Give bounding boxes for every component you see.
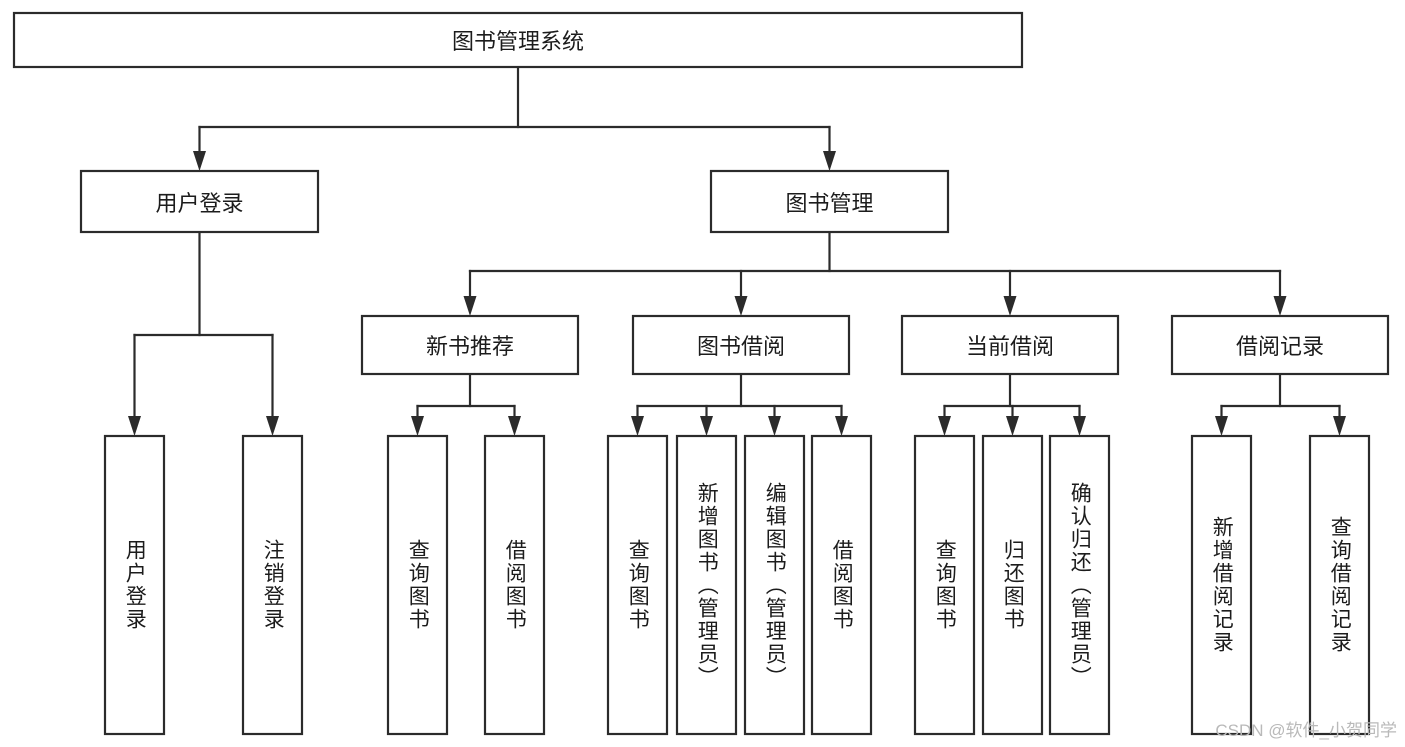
arrow-head-icon <box>734 296 748 316</box>
node-layer <box>12 11 1390 736</box>
node-box-leaf-rec-query[interactable] <box>1308 434 1371 736</box>
arrow-head-icon <box>463 296 477 316</box>
connector-group-bookmgmt <box>463 230 1287 316</box>
arrow-head-icon <box>700 416 713 436</box>
node-box-leaf-rec-add[interactable] <box>1190 434 1253 736</box>
node-box-leaf-cur-confirm[interactable] <box>1048 434 1111 736</box>
node-box-record[interactable] <box>1170 314 1390 376</box>
arrow-head-icon <box>1273 296 1287 316</box>
connector-group-root <box>193 65 836 171</box>
node-box-leaf-new-query[interactable] <box>386 434 449 736</box>
node-box-leaf-borrow-edit[interactable] <box>743 434 806 736</box>
connector-group-current <box>938 372 1086 436</box>
node-box-leaf-cur-return[interactable] <box>981 434 1044 736</box>
node-box-login[interactable] <box>79 169 320 234</box>
arrow-head-icon <box>835 416 848 436</box>
node-box-leaf-new-borrow[interactable] <box>483 434 546 736</box>
node-box-leaf-borrow-lend[interactable] <box>810 434 873 736</box>
node-box-leaf-borrow-query[interactable] <box>606 434 669 736</box>
node-box-current[interactable] <box>900 314 1120 376</box>
connector-group-record <box>1215 372 1346 436</box>
node-box-newbook[interactable] <box>360 314 580 376</box>
arrow-head-icon <box>823 151 836 171</box>
arrow-head-icon <box>411 416 424 436</box>
connector-group-borrow <box>631 372 848 436</box>
arrow-head-icon <box>631 416 644 436</box>
connector-layer <box>128 65 1346 436</box>
node-box-bookmgmt[interactable] <box>709 169 950 234</box>
arrow-head-icon <box>128 416 141 436</box>
arrow-head-icon <box>768 416 781 436</box>
node-box-leaf-cur-query[interactable] <box>913 434 976 736</box>
arrow-head-icon <box>1003 296 1017 316</box>
arrow-head-icon <box>938 416 951 436</box>
arrow-head-icon <box>1333 416 1346 436</box>
arrow-head-icon <box>1006 416 1019 436</box>
arrow-head-icon <box>1215 416 1228 436</box>
node-box-leaf-borrow-add[interactable] <box>675 434 738 736</box>
node-box-root[interactable] <box>12 11 1024 69</box>
arrow-head-icon <box>193 151 206 171</box>
arrow-head-icon <box>266 416 279 436</box>
connector-group-newbook <box>411 372 521 436</box>
arrow-head-icon <box>1073 416 1086 436</box>
node-box-borrow[interactable] <box>631 314 851 376</box>
node-box-leaf-user-login[interactable] <box>103 434 166 736</box>
connector-group-login <box>128 230 279 436</box>
node-box-leaf-user-logout[interactable] <box>241 434 304 736</box>
arrow-head-icon <box>508 416 521 436</box>
